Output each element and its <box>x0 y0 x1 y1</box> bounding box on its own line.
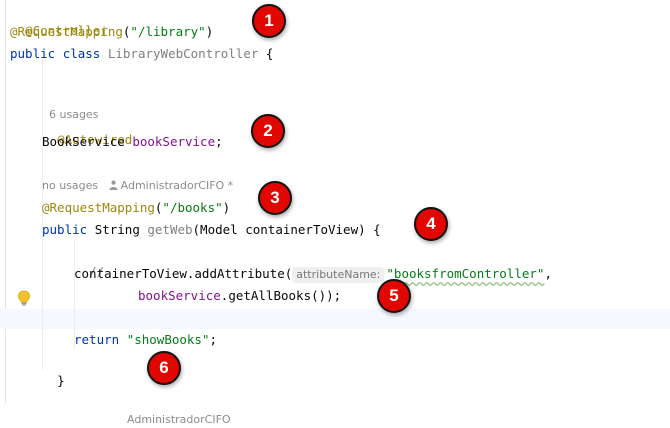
view-name-string: "showBooks" <box>126 332 210 347</box>
request-mapping-annotation: @RequestMapping <box>42 200 155 215</box>
book-service-field: bookService <box>138 288 221 303</box>
method-name: getWeb <box>147 222 193 237</box>
keyword-return: return <box>74 332 120 347</box>
author-name[interactable]: AdministradorCIFO <box>127 413 231 426</box>
field-type: BookService <box>42 134 125 149</box>
mapping-path-string: "/library" <box>130 24 206 39</box>
method-params: (Model containerToView) { <box>192 222 381 237</box>
keyword-public: public <box>10 46 56 61</box>
callout-badge-5: 5 <box>377 279 411 313</box>
parameter-inlay-hint: attributeName: <box>292 267 385 283</box>
callout-badge-2: 2 <box>251 114 285 148</box>
code-line-8[interactable]: // <box>74 242 104 279</box>
comma: , <box>544 266 552 281</box>
code-line-1[interactable]: @Controller <box>10 1 108 38</box>
code-line-7[interactable]: public String getWeb(Model containerToVi… <box>42 220 381 240</box>
paren-close: ) <box>222 200 231 215</box>
author-hint[interactable]: no usages AdministradorCIFO * <box>42 178 233 194</box>
code-line-5[interactable]: BookService bookService; <box>42 132 223 152</box>
paren-open: ( <box>122 24 131 39</box>
class-name: LibraryWebController <box>107 46 259 61</box>
paren-close: ) <box>205 24 214 39</box>
author-hint-partial[interactable]: AdministradorCIFO <box>120 396 231 426</box>
code-line-10[interactable]: bookService.getAllBooks()); <box>138 286 341 306</box>
code-line-6[interactable]: @RequestMapping("/books") <box>42 198 230 218</box>
semicolon: ; <box>209 332 218 347</box>
semicolon: ; <box>215 134 223 149</box>
callout-badge-3: 3 <box>258 181 292 215</box>
usages-count[interactable]: no usages <box>42 179 99 192</box>
open-brace: { <box>265 46 274 61</box>
usages-hint[interactable]: 6 usages <box>42 91 98 121</box>
return-type: String <box>94 222 140 237</box>
paren-open: ( <box>154 200 163 215</box>
editor-gutter-line <box>5 0 6 403</box>
callout-badge-1: 1 <box>252 4 286 38</box>
code-line-3[interactable]: public class LibraryWebController { <box>10 44 273 64</box>
person-icon <box>109 180 118 190</box>
current-line-highlight <box>0 309 670 329</box>
indent-guide <box>42 60 43 370</box>
close-brace: } <box>57 373 65 388</box>
keyword-class: class <box>62 46 101 61</box>
indent-guide <box>74 240 75 350</box>
lightbulb-icon[interactable] <box>17 290 31 306</box>
callout-badge-4: 4 <box>414 207 448 241</box>
code-line-12[interactable]: } <box>42 351 65 388</box>
code-line-4[interactable]: @Autowired <box>42 110 132 147</box>
code-line-2[interactable]: @RequestMapping("/library") <box>10 22 213 42</box>
controller-annotation: @Controller <box>25 23 108 38</box>
keyword-public: public <box>42 222 88 237</box>
autowired-annotation: @Autowired <box>57 132 133 147</box>
comment: // <box>89 264 105 279</box>
get-all-books-call: .getAllBooks()); <box>220 288 342 303</box>
attribute-name-string: "booksfromController" <box>386 266 545 281</box>
author-name[interactable]: AdministradorCIFO * <box>120 179 234 192</box>
add-attribute-call: containerToView.addAttribute( <box>74 266 293 281</box>
code-line-11[interactable]: return "showBooks"; <box>74 330 217 350</box>
request-mapping-annotation: @RequestMapping <box>10 24 123 39</box>
callout-badge-6: 6 <box>147 351 181 385</box>
code-line-9[interactable]: containerToView.addAttribute(attributeNa… <box>74 264 552 284</box>
mapping-path-string: "/books" <box>162 200 223 215</box>
book-service-field: bookService <box>132 134 216 149</box>
usages-count[interactable]: 6 usages <box>49 108 99 121</box>
